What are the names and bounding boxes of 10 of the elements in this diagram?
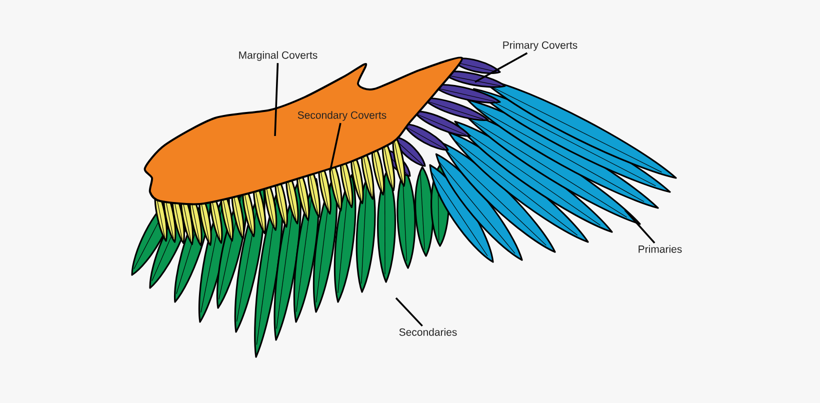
part-label: Secondaries xyxy=(399,328,457,336)
leader-line xyxy=(474,52,528,83)
leader-line xyxy=(624,209,656,244)
part-label: Primary Coverts xyxy=(503,41,578,51)
leader-line xyxy=(329,122,342,172)
part-label: Marginal Coverts xyxy=(239,51,318,61)
leader-line xyxy=(274,63,279,136)
leader-line xyxy=(395,297,423,327)
part-label: Secondary Coverts xyxy=(298,111,386,121)
part-label: Primaries xyxy=(638,245,682,253)
